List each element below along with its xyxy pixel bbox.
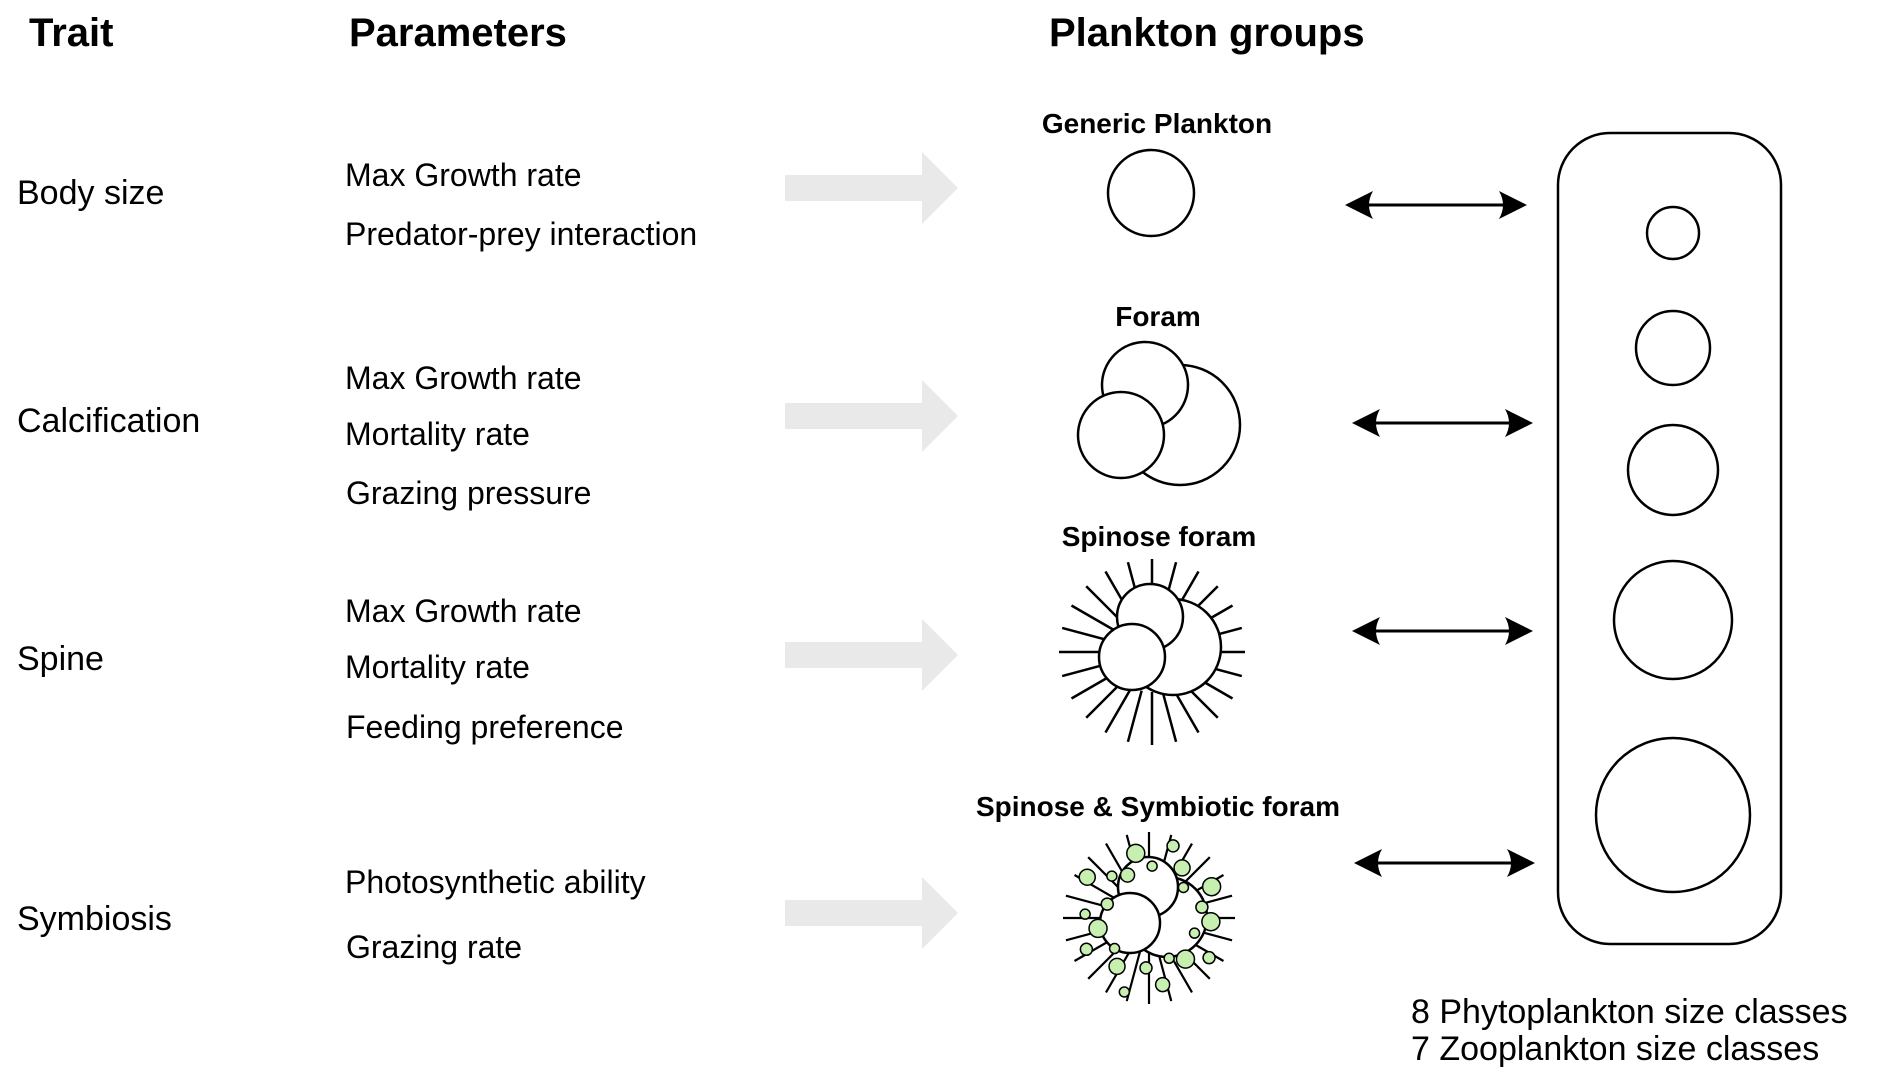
spine — [1156, 951, 1173, 1002]
flow-arrow-icon — [785, 380, 958, 452]
size-class-circle — [1594, 736, 1752, 894]
parameter-item: Max Growth rate — [345, 360, 582, 396]
symbiont-icon — [1201, 911, 1221, 932]
symbiont-icon — [1175, 949, 1196, 969]
size-class-circle — [1634, 309, 1712, 387]
symbiont-icon — [1154, 976, 1171, 993]
flow-arrow-icon — [785, 152, 958, 224]
symbiont-icon — [1201, 876, 1222, 897]
double-arrow-icon — [1345, 191, 1527, 219]
symbiont-icon — [1119, 867, 1136, 883]
size-class-circle — [1626, 423, 1720, 517]
parameter-item: Grazing pressure — [346, 475, 592, 511]
trait-calcification: Calcification — [17, 402, 201, 440]
parameter-item: Photosynthetic ability — [345, 864, 646, 900]
generic-plankton-icon — [1106, 148, 1196, 238]
phytoplankton-size-classes-label: 8 Phytoplankton size classes — [1411, 993, 1848, 1031]
trait-body-size: Body size — [17, 174, 165, 212]
symbiont-icon — [1126, 843, 1146, 864]
parameter-item: Max Growth rate — [345, 157, 582, 193]
symbiont-icon — [1118, 986, 1131, 998]
size-class-circle — [1612, 559, 1734, 681]
group-title-generic-plankton: Generic Plankton — [1041, 108, 1273, 139]
parameter-item: Max Growth rate — [345, 593, 582, 629]
trait-symbiosis: Symbiosis — [17, 900, 172, 938]
group-title-spinose-symbiotic-foram: Spinose & Symbiotic foram — [975, 791, 1341, 822]
symbiont-icon — [1202, 950, 1216, 965]
symbiont-icon — [1100, 897, 1115, 911]
group-title-spinose-foram: Spinose foram — [1061, 521, 1257, 552]
symbiont-icon — [1108, 957, 1126, 976]
spine — [1070, 604, 1118, 634]
parameter-item: Grazing rate — [346, 929, 523, 965]
zooplankton-size-classes-label: 7 Zooplankton size classes — [1411, 1030, 1820, 1068]
symbiont-icon — [1079, 942, 1094, 957]
parameter-item: Predator-prey interaction — [345, 216, 698, 252]
flow-arrow-icon — [785, 877, 958, 949]
size-classes-column-icon — [1556, 131, 1783, 946]
spine — [1161, 690, 1178, 743]
symbiont-icon — [1079, 908, 1091, 920]
symbiont-icon — [1146, 860, 1158, 872]
trait-spine: Spine — [17, 640, 104, 678]
spinose-symbiotic-foram-icon — [1063, 832, 1235, 1004]
heading-plankton-groups: Plankton groups — [1049, 11, 1365, 55]
symbiont-icon — [1163, 952, 1175, 965]
symbiont-icon — [1139, 961, 1153, 975]
symbiont-icon — [1177, 881, 1190, 894]
spinose-foram-icon — [1059, 559, 1245, 745]
size-class-circle — [1645, 205, 1701, 261]
double-arrow-icon — [1352, 409, 1533, 437]
symbiont-icon — [1106, 870, 1118, 882]
parameter-item: Mortality rate — [345, 649, 530, 685]
symbiont-icon — [1088, 918, 1108, 939]
symbiont-icon — [1078, 868, 1096, 886]
heading-trait: Trait — [29, 11, 114, 55]
symbiont-icon — [1195, 900, 1209, 914]
parameter-item: Feeding preference — [346, 709, 624, 745]
double-arrow-icon — [1354, 849, 1535, 877]
size-classes-box — [1556, 131, 1783, 946]
parameter-item: Mortality rate — [345, 416, 530, 452]
flow-arrow-icon — [785, 619, 958, 691]
spine — [1104, 686, 1134, 734]
symbiont-icon — [1173, 859, 1191, 877]
foram-icon — [1076, 340, 1242, 487]
symbiont-icon — [1188, 927, 1201, 939]
group-title-foram: Foram — [1115, 301, 1201, 332]
double-arrow-icon — [1352, 617, 1533, 645]
symbiont-icon — [1108, 942, 1121, 955]
spine — [1126, 690, 1143, 743]
heading-parameters: Parameters — [349, 11, 567, 55]
symbiont-icon — [1166, 839, 1180, 853]
